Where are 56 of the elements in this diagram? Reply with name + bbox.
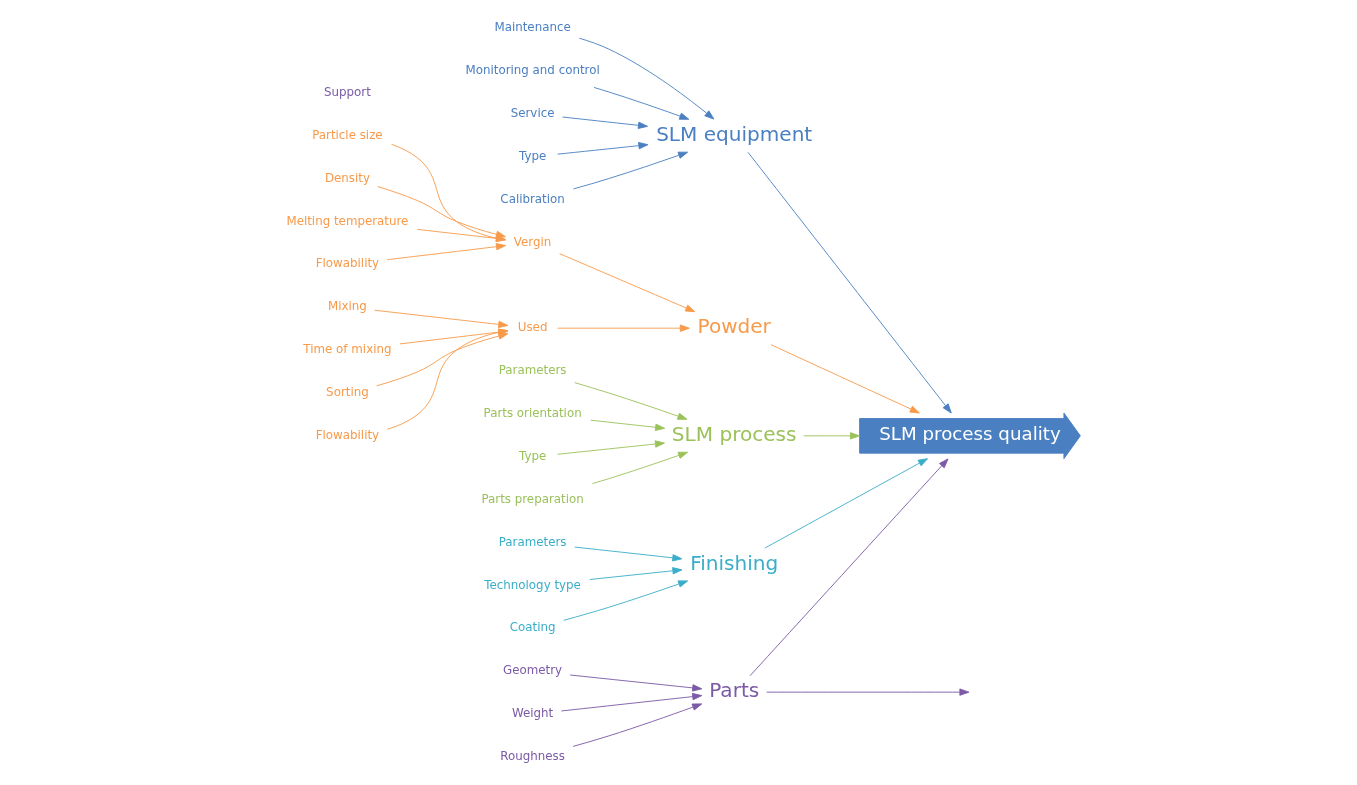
arrow bbox=[573, 546, 682, 562]
arrow bbox=[572, 703, 702, 747]
node-text: Maintenance bbox=[493, 20, 571, 35]
node-text: Parameters bbox=[498, 534, 566, 549]
node-text: Sorting bbox=[325, 385, 369, 400]
arrow bbox=[558, 253, 695, 313]
node-text: Roughness bbox=[499, 749, 565, 764]
arrow bbox=[373, 309, 508, 329]
arrow bbox=[573, 382, 687, 420]
node-text: Time of mixing bbox=[302, 342, 391, 357]
arrow bbox=[578, 37, 714, 120]
arrow bbox=[588, 567, 682, 580]
node-text: Particle size bbox=[311, 127, 383, 142]
arrow bbox=[569, 674, 702, 692]
arrow bbox=[572, 151, 688, 190]
arrow bbox=[749, 458, 948, 677]
node-text: Density bbox=[324, 170, 370, 185]
arrow bbox=[802, 432, 860, 440]
node-text: Mixing bbox=[327, 299, 367, 314]
node-text: Technology type bbox=[483, 577, 581, 592]
arrow bbox=[556, 142, 648, 155]
node-text: Finishing bbox=[689, 550, 778, 575]
node-text: Parts preparation bbox=[480, 491, 584, 506]
node-text: Melting temperature bbox=[285, 213, 408, 228]
arrow bbox=[591, 451, 688, 485]
arrow bbox=[765, 688, 969, 696]
node-text: Flowability bbox=[315, 427, 379, 442]
arrow bbox=[769, 344, 920, 414]
node-text: Parameters bbox=[498, 363, 566, 378]
label: Support bbox=[323, 84, 371, 99]
node-text: Type bbox=[518, 148, 546, 163]
node-text: Parts bbox=[708, 678, 759, 703]
node-text: Powder bbox=[697, 314, 771, 339]
node-text: Calibration bbox=[499, 191, 565, 206]
node-text: SLM process bbox=[671, 421, 796, 446]
arrow bbox=[556, 440, 665, 455]
arrow bbox=[562, 580, 688, 621]
arrow bbox=[589, 419, 665, 431]
node-text: Geometry bbox=[502, 663, 562, 678]
node-text: Coating bbox=[509, 620, 555, 635]
node-text: Monitoring and control bbox=[465, 63, 600, 78]
arrow bbox=[747, 151, 952, 414]
arrow bbox=[560, 692, 702, 712]
node-text: Flowability bbox=[315, 256, 379, 271]
arrow bbox=[593, 87, 689, 120]
arrow bbox=[764, 458, 928, 549]
node-text: Weight bbox=[511, 706, 553, 721]
arrow bbox=[561, 116, 648, 129]
node-text: Used bbox=[517, 320, 547, 335]
arrow bbox=[386, 243, 506, 261]
arrow bbox=[556, 324, 690, 332]
node-text: Service bbox=[510, 105, 554, 120]
node-text: Parts orientation bbox=[483, 406, 582, 421]
node-text: SLM equipment bbox=[655, 121, 812, 146]
node-text: Vergin bbox=[513, 234, 551, 249]
node-text: Type bbox=[518, 448, 546, 463]
